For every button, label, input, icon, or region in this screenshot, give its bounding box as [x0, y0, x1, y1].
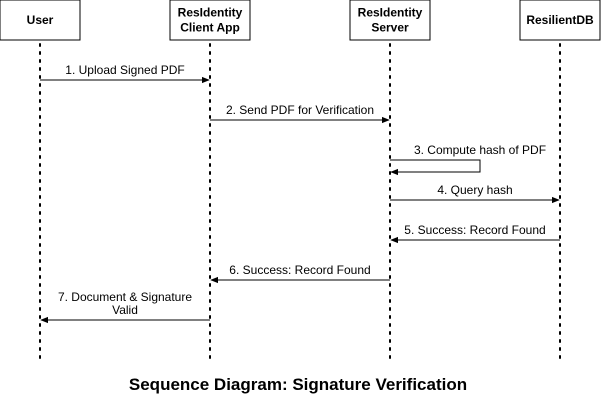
message-label-1: 1. Upload Signed PDF [65, 63, 184, 77]
actor-label-user: User [27, 13, 54, 27]
lifelines [39, 43, 561, 361]
message-label-7: 7. Document & Signature [58, 290, 192, 304]
actor-user: User [0, 0, 81, 41]
actor-label-client: Client App [180, 21, 240, 35]
actor-box-user [0, 0, 81, 41]
actor-label-server: ResIdentity [358, 6, 423, 20]
actor-box-db [519, 0, 601, 41]
actor-label-db: ResilientDB [526, 13, 594, 27]
message-label-6: 6. Success: Record Found [229, 263, 370, 277]
message-label-4: 4. Query hash [437, 183, 512, 197]
message-arrow-3 [390, 159, 481, 176]
diagram-title: Sequence Diagram: Signature Verification [129, 375, 467, 394]
message-1: 1. Upload Signed PDF [40, 63, 210, 84]
message-label-3: 3. Compute hash of PDF [414, 143, 546, 157]
messages: 1. Upload Signed PDF 2. Send PDF for Veri… [40, 63, 560, 324]
message-label-5: 5. Success: Record Found [404, 223, 545, 237]
actor-db: ResilientDB [519, 0, 601, 41]
actor-box-client [169, 0, 251, 41]
message-6: 6. Success: Record Found [210, 263, 390, 284]
message-label-2: 2. Send PDF for Verification [226, 103, 374, 117]
message-label-7: Valid [112, 303, 138, 317]
actor-label-client: ResIdentity [178, 6, 243, 20]
message-4: 4. Query hash [390, 183, 560, 204]
message-2: 2. Send PDF for Verification [210, 103, 390, 124]
message-5: 5. Success: Record Found [390, 223, 560, 244]
message-3: 3. Compute hash of PDF [390, 143, 546, 176]
actor-label-server: Server [371, 21, 409, 35]
actor-box-server [349, 0, 431, 41]
